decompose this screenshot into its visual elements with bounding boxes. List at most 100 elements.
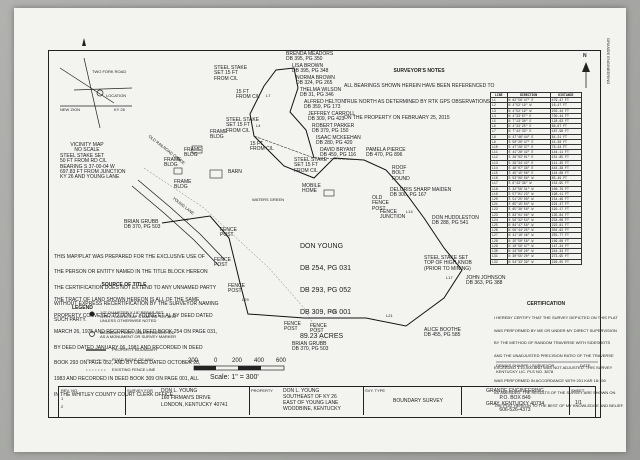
scale-tick-1: 0 (214, 358, 218, 364)
line-table-cell: L32 (490, 258, 508, 265)
cert-date: DATE (580, 363, 591, 368)
line-table-cell: 198.11 FT (549, 190, 583, 198)
line-table-cell: 479.47 FT (549, 97, 583, 104)
line-table-cell: 192.17 FT (549, 206, 583, 213)
line-table-cell: 144.11 FT (549, 149, 583, 156)
line-label: L17 (446, 275, 453, 280)
scale-tick-0: 200 (188, 358, 199, 364)
line-table-cell: 444.38 FT (549, 164, 583, 172)
vicinity-ky26: KY 26 (114, 107, 125, 112)
line-table-header: DISTANCE (549, 91, 583, 99)
line-table-cell: 152.95 FT (549, 180, 583, 187)
line-table-cell: 151.85 FT (549, 154, 583, 161)
line-label: L14 (406, 209, 413, 214)
line-table-cell: 154.46 FT (549, 196, 583, 203)
line-table-cell: 106.79 FT (549, 185, 583, 192)
property-boundary (161, 67, 463, 327)
line-table-cell: 111.45 FT (549, 159, 583, 166)
vicinity-map (59, 38, 133, 129)
line-label: L7 (266, 93, 271, 98)
surveyor-notes: SURVEYOR'S NOTES ALL BEARINGS SHOWN HERE… (344, 67, 495, 121)
road-right-of-way (131, 167, 325, 344)
line-table-cell: 44.38 FT (549, 138, 583, 146)
line-table-cell: 255.77 FT (549, 232, 583, 239)
line-table-cell: 302.62 FT (549, 227, 583, 234)
line-label: L1 (184, 217, 189, 222)
north-arrow (582, 62, 590, 88)
north-label: N (583, 53, 587, 59)
line-table-cell: 223.81 FT (549, 222, 583, 229)
line-table-cell: N 54°33'39" W (506, 258, 551, 265)
title-rev: REV. NO. 1 2 (59, 387, 126, 415)
line-table-cell: 66.67 FT (549, 123, 583, 130)
scale-bar (193, 365, 285, 371)
legend-row: ROAD RIGHT-OF-WAY (112, 357, 154, 362)
line-table-cell: 16.47 FT (549, 102, 583, 109)
legend-boundary: PROPERTY BOUNDARY (112, 347, 158, 352)
title-firm: GRANDE ENGINEERING P.O. BOX 849 GRAY, KE… (461, 387, 570, 415)
scale-label: Scale: 1" = 300' (210, 374, 259, 381)
cert-signature: DENNIS SHARPE / SURVEYOR (496, 363, 555, 368)
boundary-drawing (59, 38, 598, 371)
plat-sheet: GRANDE ENGINEERING (14, 8, 626, 452)
rebar-symbol (89, 311, 95, 317)
fence-line (253, 135, 365, 161)
source-of-title: SOURCE OF TITLE THE TRACT OF LAND SHOWN … (54, 281, 218, 398)
vicinity-new-zion: NEW ZION (60, 107, 80, 112)
vicinity-two-fork: TWO FORK ROAD (92, 69, 127, 74)
label-barn: BARN (228, 169, 242, 175)
line-label: L21 (386, 313, 393, 318)
scale-tick-2: 200 (232, 358, 243, 364)
title-block: REV. NO. 1 2 SURVEY FOR DON L. YOUNG 160… (58, 386, 596, 418)
title-survey-type: SVY. TYPE BOUNDARY SURVEY (363, 387, 462, 415)
title-survey-for: SURVEY FOR DON L. YOUNG 160 FIRMAN'S DRI… (125, 387, 250, 415)
